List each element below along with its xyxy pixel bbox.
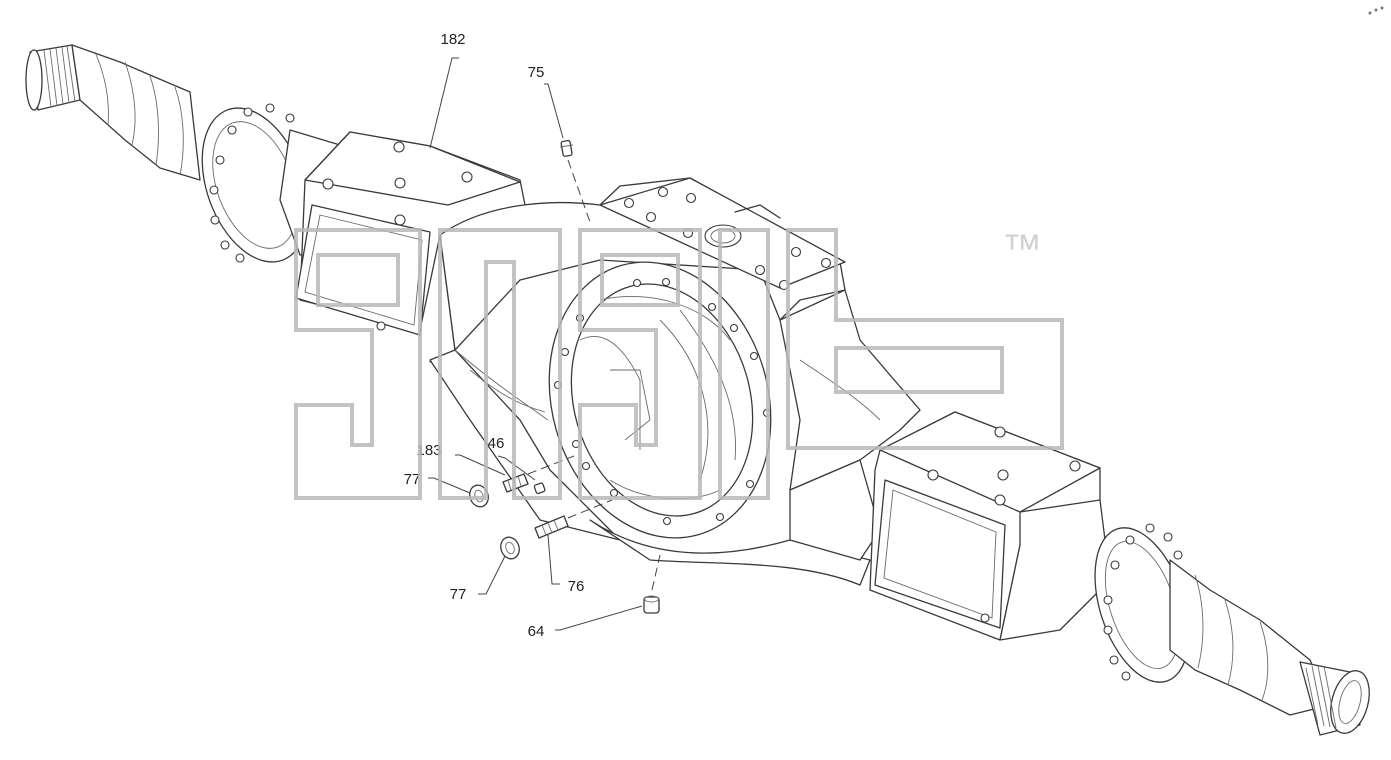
leader-lines [428, 57, 661, 631]
nut-77-lower [500, 536, 520, 560]
callout-183: 183 [416, 442, 441, 459]
right-spring-seat-box [869, 411, 1101, 641]
callout-77-lower: 77 [450, 586, 467, 603]
callout-77-upper: 77 [404, 471, 421, 488]
plug-64 [643, 595, 660, 614]
callout-75: 75 [528, 64, 545, 81]
callout-182: 182 [440, 31, 465, 48]
breather-fitting-75 [559, 139, 574, 157]
callout-64: 64 [528, 623, 545, 640]
left-axle-spindle [25, 44, 351, 263]
callout-labels: 182 75 183 46 77 77 76 64 [404, 31, 585, 640]
center-housing [429, 177, 921, 586]
watermark-logo: ™ [294, 227, 1064, 500]
stud-76 [534, 515, 569, 539]
dowel-pin-46 [533, 482, 546, 495]
corner-mark-icon [1368, 6, 1384, 15]
callout-76: 76 [568, 578, 585, 595]
callout-46: 46 [488, 435, 505, 452]
trademark-symbol: ™ [1002, 227, 1042, 271]
right-axle-spindle [999, 499, 1370, 736]
